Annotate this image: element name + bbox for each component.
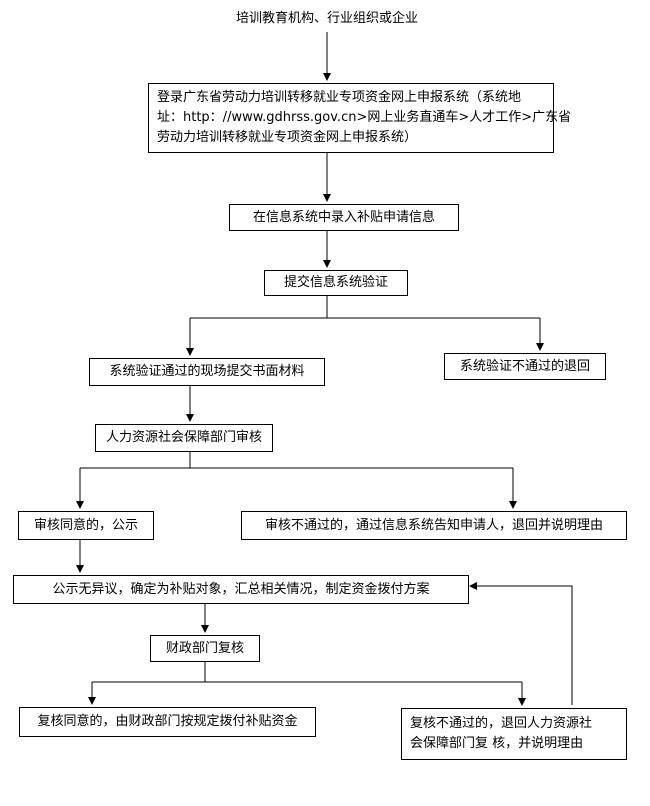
recheck-reject-line-1: 复核不通过的，退回人力资源社 — [410, 716, 593, 731]
recheck-reject-line-2: 会保障部门复 核，并说明理由 — [410, 736, 584, 751]
verify-pass-box: 系统验证通过的现场提交书面材料 — [89, 358, 325, 386]
start-node: 培训教育机构、行业组织或企业 — [235, 11, 418, 26]
review-agree-box: 审核同意的，公示 — [18, 511, 154, 540]
review-reject-box: 审核不通过的，通过信息系统告知申请人，退回并说明理由 — [241, 511, 627, 540]
login-line-3: 劳动力培训转移就业专项资金网上申报系统） — [157, 130, 418, 145]
hr-review-box: 人力资源社会保障部门审核 — [95, 424, 273, 452]
input-info-box: 在信息系统中录入补贴申请信息 — [229, 204, 459, 231]
recheck-agree-box: 复核同意的，由财政部门按规定拨付补贴资金 — [19, 707, 316, 737]
finance-recheck-box: 财政部门复核 — [150, 635, 260, 662]
verify-fail-box: 系统验证不通过的退回 — [444, 353, 606, 380]
login-line-1: 登录广东省劳动力培训转移就业专项资金网上申报系统（系统地 — [157, 90, 522, 105]
submit-verify-box: 提交信息系统验证 — [264, 270, 408, 296]
arrow-loop-back — [469, 582, 573, 705]
recheck-reject-box: 复核不通过的，退回人力资源社 会保障部门复 核，并说明理由 — [401, 708, 627, 760]
publicity-box: 公示无异议，确定为补贴对象，汇总相关情况，制定资金拨付方案 — [13, 575, 469, 604]
login-system-box: 登录广东省劳动力培训转移就业专项资金网上申报系统（系统地 址：http：//ww… — [148, 83, 572, 153]
login-line-2: 址：http：//www.gdhrss.gov.cn>网上业务直通车>人才工作>… — [157, 110, 572, 125]
